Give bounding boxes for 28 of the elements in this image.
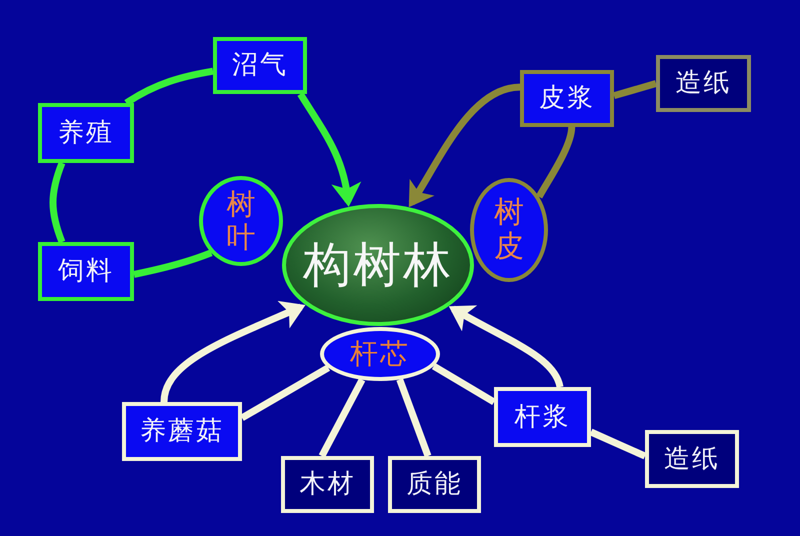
text-box: 养殖	[38, 103, 134, 163]
connector-line	[590, 428, 646, 460]
connector-line	[124, 68, 214, 106]
arrow	[297, 92, 361, 207]
text-box: 杆浆	[494, 387, 591, 447]
connector-line	[133, 250, 213, 278]
connector-line	[240, 364, 330, 421]
arrow	[408, 84, 520, 208]
oval-node: 树叶	[199, 176, 283, 266]
connector-line	[432, 363, 496, 405]
text-box: 养蘑菇	[122, 402, 242, 461]
arrow	[160, 300, 306, 402]
text-box: 造纸	[656, 55, 751, 112]
text-box: 造纸	[645, 430, 739, 488]
text-box: 饲料	[38, 242, 134, 301]
oval-node: 树皮	[470, 178, 548, 282]
connector-line	[318, 378, 366, 458]
connector-line	[613, 80, 657, 100]
connector-line	[396, 378, 432, 458]
connector-line	[50, 162, 66, 244]
text-box: 沼气	[213, 37, 307, 94]
arrow	[448, 305, 564, 388]
text-box: 皮浆	[520, 70, 614, 127]
oval-node: 杆芯	[320, 327, 440, 381]
text-box: 木材	[281, 456, 374, 513]
connector-line	[536, 126, 576, 199]
central-ellipse: 构树林	[282, 204, 474, 326]
text-box: 质能	[388, 456, 481, 513]
